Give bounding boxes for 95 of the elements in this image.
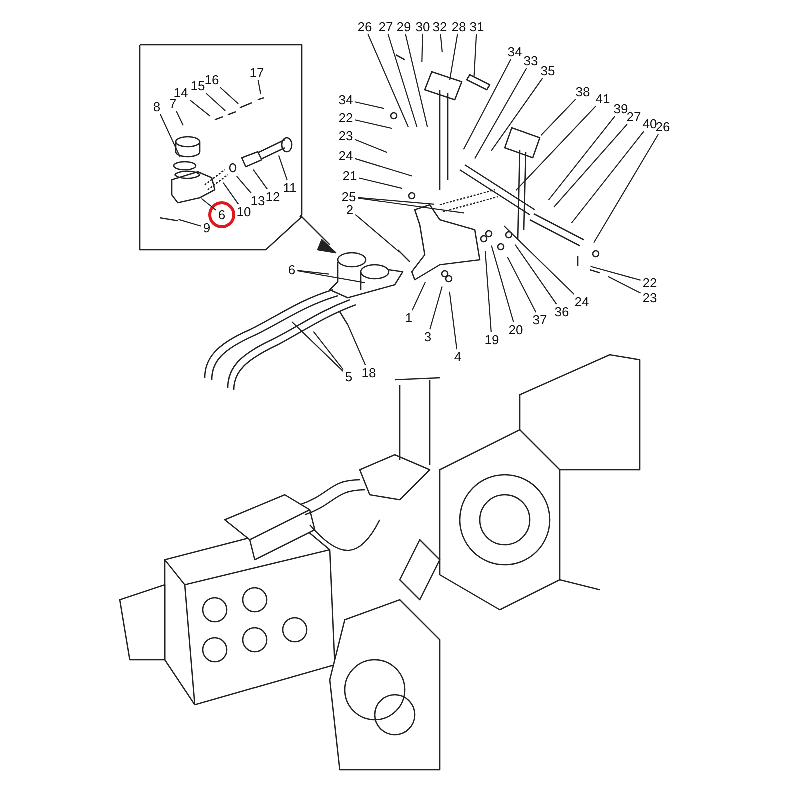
leader-line <box>514 244 558 305</box>
callout-number: 38 <box>574 86 592 98</box>
leader-line <box>484 250 492 333</box>
leader-line <box>554 124 628 208</box>
callout-number: 22 <box>338 112 354 124</box>
leader-line <box>346 323 366 366</box>
callout-number: 23 <box>338 130 354 142</box>
leader-line <box>355 158 412 177</box>
leader-line <box>298 270 366 284</box>
callout-number: 5 <box>344 370 354 384</box>
callout-number: 27 <box>378 20 394 34</box>
leader-line <box>178 219 202 227</box>
callout-number: 12 <box>264 190 282 204</box>
leader-line <box>608 276 642 294</box>
leader-line <box>516 106 596 192</box>
callout-number: 30 <box>414 20 432 34</box>
callout-number: 19 <box>484 334 500 346</box>
leader-line <box>491 246 514 323</box>
leader-line <box>440 34 443 52</box>
leader-line <box>359 178 402 190</box>
leader-line <box>449 292 458 350</box>
leader-line <box>388 34 418 128</box>
callout-number: 29 <box>396 20 412 34</box>
callout-number: 25 <box>340 190 358 204</box>
leader-line <box>368 34 410 128</box>
leader-line <box>430 286 443 330</box>
leader-line <box>190 100 211 117</box>
leader-line <box>176 111 184 126</box>
callout-number: 23 <box>642 292 658 304</box>
callout-number: 17 <box>248 66 266 80</box>
leader-line <box>206 93 226 112</box>
leader-line <box>220 87 239 104</box>
leader-line <box>223 182 240 205</box>
callout-number: 32 <box>432 20 448 34</box>
callout-number: 33 <box>522 54 540 68</box>
leader-line <box>253 170 268 190</box>
callout-number: 24 <box>574 296 590 308</box>
callout-number: 3 <box>423 330 433 344</box>
leader-line <box>474 68 528 160</box>
callout-number: 7 <box>168 98 178 110</box>
callout-number: 4 <box>453 350 463 364</box>
callout-number: 28 <box>450 20 468 34</box>
leader-line <box>474 34 478 76</box>
leader-line <box>160 114 181 158</box>
callout-number: 16 <box>204 74 220 86</box>
leader-line <box>201 198 217 211</box>
callout-number: 31 <box>468 20 486 34</box>
callout-number: 36 <box>554 306 570 318</box>
callout-number: 21 <box>342 170 358 182</box>
callout-number: 6 <box>287 264 297 276</box>
leader-line <box>292 322 344 372</box>
callout-number: 14 <box>172 86 190 100</box>
leader-line <box>278 156 288 181</box>
leader-line <box>548 116 616 201</box>
leader-line <box>358 198 464 214</box>
callout-number: 18 <box>360 366 378 380</box>
leader-line <box>358 197 434 206</box>
leader-line <box>590 266 641 281</box>
leader-line <box>594 134 659 244</box>
callout-number: 37 <box>532 314 548 326</box>
leader-line <box>355 214 400 253</box>
leader-line <box>540 99 576 136</box>
callout-number: 13 <box>250 194 266 208</box>
leader-line <box>422 34 424 62</box>
leader-line <box>449 34 458 80</box>
leader-line <box>258 80 262 94</box>
leader-line <box>355 120 392 130</box>
callout-number: 24 <box>338 150 354 162</box>
leader-line <box>504 226 575 295</box>
callout-number: 9 <box>202 222 212 234</box>
leader-line <box>355 102 384 110</box>
leader-line <box>491 78 544 152</box>
leader-line <box>412 282 426 311</box>
leader-line <box>463 59 512 150</box>
leader-line <box>313 331 344 370</box>
callout-number: 2 <box>345 204 355 216</box>
callout-number: 6 <box>217 208 227 222</box>
leader-line <box>405 34 428 128</box>
leader-line <box>298 270 330 275</box>
callout-number: 34 <box>506 46 524 58</box>
callout-number: 26 <box>356 20 374 34</box>
callout-number: 11 <box>282 182 298 194</box>
callout-number: 22 <box>642 276 658 290</box>
callout-number: 15 <box>190 80 206 92</box>
callout-number: 8 <box>152 100 162 114</box>
leader-line <box>355 139 388 154</box>
callout-number: 20 <box>508 324 524 336</box>
callout-number: 10 <box>236 206 252 218</box>
leader-line <box>507 257 537 313</box>
callout-number: 41 <box>594 92 612 106</box>
callout-number: 35 <box>540 64 556 78</box>
callout-number: 34 <box>338 94 354 106</box>
leader-line <box>571 131 645 224</box>
callout-number: 1 <box>404 312 414 324</box>
leader-line <box>236 176 252 194</box>
